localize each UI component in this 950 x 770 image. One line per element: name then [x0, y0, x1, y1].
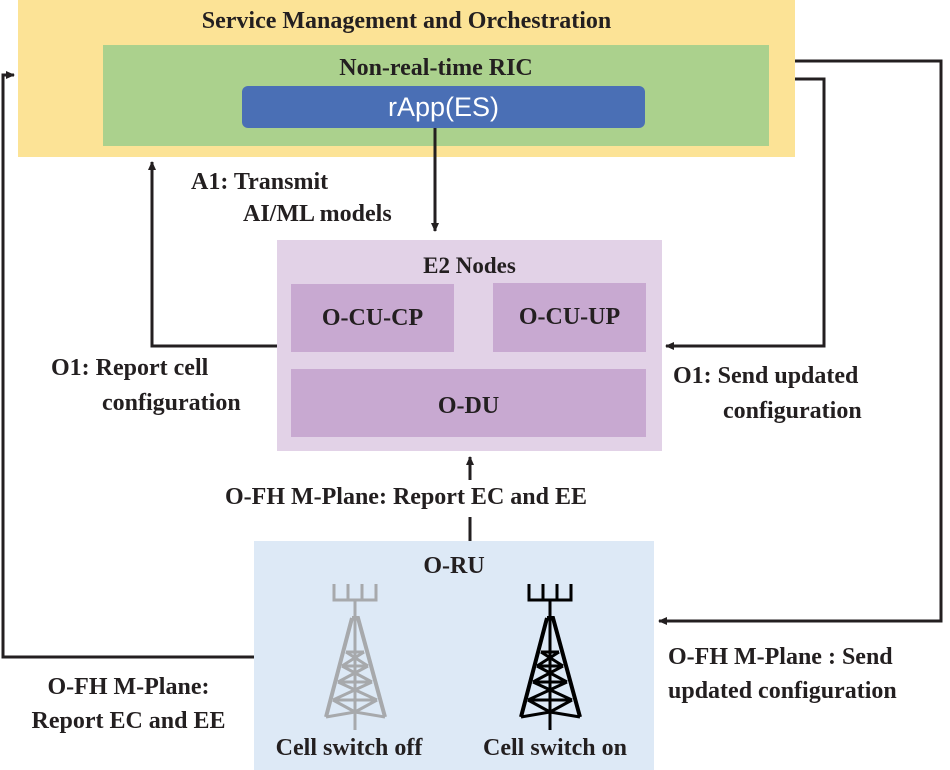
smo-title: Service Management and Orchestration [201, 8, 612, 34]
o-du-label: O-DU [437, 393, 500, 419]
o1-report-arrow [148, 161, 277, 348]
ofh-send-label-line2: updated configuration [668, 678, 897, 704]
o1-send-label-line2: configuration [723, 398, 862, 424]
e2-nodes-title: E2 Nodes [423, 253, 516, 278]
a1-label-line1: A1: Transmit [191, 169, 329, 195]
ofh-report-left-arrow [1, 71, 254, 659]
cell-tower-off-icon [324, 584, 387, 730]
a1-label-line2: AI/ML models [243, 201, 392, 227]
cell-switch-off-label: Cell switch off [275, 735, 423, 761]
ofh-report-left-label-line2: Report EC and EE [31, 708, 226, 734]
ofh-report-left-label-line1: O-FH M-Plane: [47, 674, 210, 700]
ofh-send-arrow [658, 59, 943, 625]
rapp-es-box: rApp(ES) [242, 86, 645, 128]
o1-report-label-line2: configuration [102, 390, 241, 416]
cell-switch-on-label: Cell switch on [483, 735, 627, 761]
o1-send-label-line1: O1: Send updated [673, 363, 859, 389]
o-cu-up-label: O-CU-UP [518, 304, 621, 330]
o-ru-box: O-RU [254, 541, 654, 770]
o-du-box: O-DU [291, 369, 646, 437]
ric-title: Non-real-time RIC [339, 55, 533, 81]
o-ru-title: O-RU [423, 553, 485, 579]
o-cu-cp-box: O-CU-CP [291, 284, 454, 352]
o-cu-cp-label: O-CU-CP [321, 305, 424, 331]
ofh-send-label-line1: O-FH M-Plane : Send [668, 644, 893, 670]
o1-send-arrow [665, 77, 826, 350]
ofh-report-center-label: O-FH M-Plane: Report EC and EE [225, 484, 587, 510]
o-cu-up-box: O-CU-UP [493, 283, 646, 352]
cell-tower-on-icon [519, 584, 582, 730]
o1-report-label-line1: O1: Report cell [51, 355, 209, 381]
